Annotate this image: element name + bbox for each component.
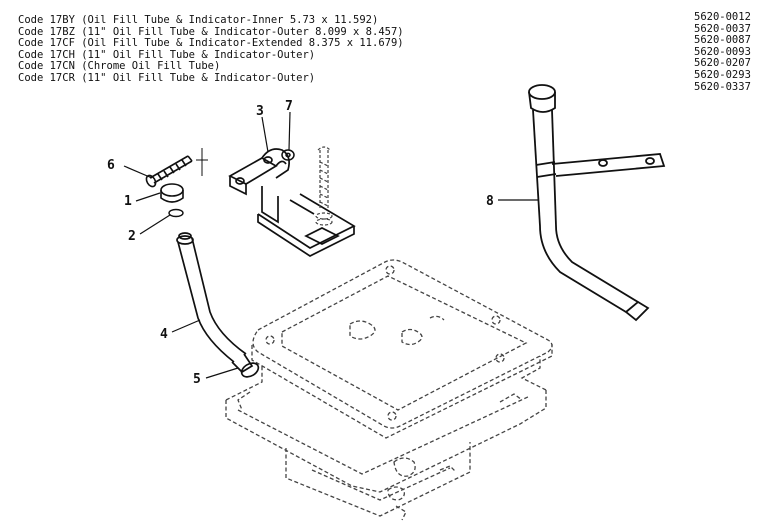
callout-numbers: 1 2 3 4 5 6 7 8 [107,99,494,387]
part-number: 5620-0037 [694,22,751,35]
nut-part-7 [281,149,295,161]
code-entry: Code 17CF (Oil Fill Tube & Indicator-Ext… [18,37,404,50]
callout-3: 3 [256,104,264,119]
code-list: Code 17BY (Oil Fill Tube & Indicator-Inn… [18,14,404,85]
code-entry: Code 17CN (Chrome Oil Fill Tube) [18,60,221,73]
washer-part-2 [168,208,184,218]
callout-2: 2 [128,229,136,244]
callout-5: 5 [193,372,201,387]
code-entry: Code 17BY (Oil Fill Tube & Indicator-Inn… [18,14,379,26]
part-number: 5620-0293 [694,68,751,81]
tube-adapter-part-5 [231,353,260,378]
bolt-part-6 [145,148,208,188]
stud-phantom [315,146,333,226]
carburetor-phantom [225,259,553,521]
code-entry: Code 17CH (11" Oil Fill Tube & Indicator… [18,48,316,61]
part-number: 5620-0207 [694,57,751,70]
part-number: 5620-0012 [694,11,751,23]
callout-8: 8 [486,194,494,209]
part-number-list: 5620-0012 5620-0037 5620-0087 5620-0093 … [694,11,751,93]
dipstick-cap-part-1 [160,183,184,203]
leader-5 [205,367,239,379]
leader-3 [261,116,269,153]
leader-lines [123,111,538,379]
callout-1: 1 [124,194,132,209]
code-entry: Code 17BZ (11" Oil Fill Tube & Indicator… [18,25,404,38]
mounting-bracket-part-3 [228,148,356,257]
part-number: 5620-0093 [694,45,751,58]
callout-7: 7 [285,99,293,114]
part-number: 5620-0337 [694,80,751,93]
oil-fill-tube-part-4 [176,232,247,363]
callout-6: 6 [107,158,115,173]
fill-tube-assembly-part-8 [528,84,666,322]
code-entry: Code 17CR (11" Oil Fill Tube & Indicator… [18,71,316,84]
callout-4: 4 [160,327,168,342]
leader-6 [123,165,153,179]
part-number: 5620-0087 [694,34,751,47]
leader-2 [139,214,171,235]
leader-4 [171,319,201,333]
leader-7 [288,111,291,151]
leader-1 [135,192,161,202]
